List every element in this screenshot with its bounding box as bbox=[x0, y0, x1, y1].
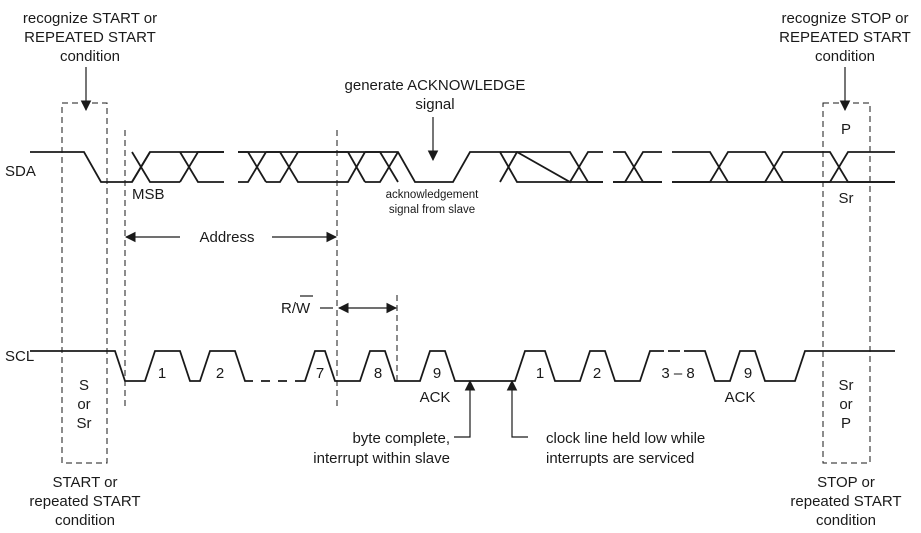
svg-text:P: P bbox=[841, 415, 851, 432]
clock-pulse-1: 1 bbox=[158, 365, 166, 382]
svg-text:REPEATED START: REPEATED START bbox=[24, 29, 156, 46]
start-box-text: S or Sr bbox=[77, 377, 92, 432]
svg-text:condition: condition bbox=[815, 48, 875, 65]
svg-text:signal from slave: signal from slave bbox=[389, 204, 475, 216]
svg-text:condition: condition bbox=[55, 512, 115, 529]
svg-text:Sr: Sr bbox=[77, 415, 92, 432]
svg-text:signal: signal bbox=[415, 96, 454, 113]
ack-label-first: ACK bbox=[420, 389, 451, 406]
svg-text:S: S bbox=[79, 377, 89, 394]
svg-text:repeated START: repeated START bbox=[29, 493, 140, 510]
svg-text:acknowledgement: acknowledgement bbox=[386, 189, 480, 201]
sda-label: SDA bbox=[5, 163, 36, 180]
byte-complete-arrow bbox=[454, 379, 476, 438]
scl-waveform bbox=[30, 348, 895, 384]
clock-pulse-7: 7 bbox=[316, 365, 324, 382]
svg-text:interrupts are serviced: interrupts are serviced bbox=[546, 450, 694, 467]
clock-pulse-2: 2 bbox=[216, 365, 224, 382]
ack-from-slave-label: acknowledgement signal from slave bbox=[386, 189, 480, 216]
clock-pulse-3-8: 3 – 8 bbox=[661, 365, 694, 382]
clock-pulse-8: 8 bbox=[374, 365, 382, 382]
svg-text:or: or bbox=[77, 396, 90, 413]
clock-pulse-1-second: 1 bbox=[536, 365, 544, 382]
msb-label: MSB bbox=[132, 186, 165, 203]
svg-text:Sr: Sr bbox=[839, 377, 854, 394]
svg-text:repeated START: repeated START bbox=[790, 493, 901, 510]
svg-text:REPEATED START: REPEATED START bbox=[779, 29, 911, 46]
start-recognize-label: recognize START or REPEATED START condit… bbox=[23, 10, 157, 65]
svg-text:byte complete,: byte complete, bbox=[352, 430, 450, 447]
svg-text:condition: condition bbox=[60, 48, 120, 65]
svg-text:clock line held low while: clock line held low while bbox=[546, 430, 705, 447]
svg-text:generate ACKNOWLEDGE: generate ACKNOWLEDGE bbox=[345, 77, 526, 94]
scl-label: SCL bbox=[5, 348, 34, 365]
stop-condition-box bbox=[822, 102, 871, 464]
svg-text:recognize STOP or: recognize STOP or bbox=[781, 10, 908, 27]
svg-text:START or: START or bbox=[52, 474, 117, 491]
clock-pulse-9-second: 9 bbox=[744, 365, 752, 382]
clock-held-arrow bbox=[506, 379, 528, 438]
stop-condition-label: STOP or repeated START condition bbox=[790, 474, 901, 529]
rw-label: R/W bbox=[281, 300, 311, 317]
clock-pulse-2-second: 2 bbox=[593, 365, 601, 382]
clock-pulse-9: 9 bbox=[433, 365, 441, 382]
byte-complete-note: byte complete, interrupt within slave bbox=[313, 430, 450, 467]
address-label: Address bbox=[199, 229, 254, 246]
stop-p-label: P bbox=[841, 121, 851, 138]
svg-text:STOP or: STOP or bbox=[817, 474, 875, 491]
svg-text:condition: condition bbox=[816, 512, 876, 529]
clock-held-note: clock line held low while interrupts are… bbox=[546, 430, 705, 467]
start-condition-box bbox=[61, 102, 108, 464]
start-condition-label: START or repeated START condition bbox=[29, 474, 140, 529]
ack-label-second: ACK bbox=[725, 389, 756, 406]
svg-text:interrupt within slave: interrupt within slave bbox=[313, 450, 450, 467]
generate-ack-label: generate ACKNOWLEDGE signal bbox=[345, 77, 526, 113]
stop-sr-label: Sr bbox=[839, 190, 854, 207]
stop-box-text: Sr or P bbox=[839, 377, 854, 432]
sda-waveform bbox=[30, 149, 895, 185]
svg-text:recognize START or: recognize START or bbox=[23, 10, 157, 27]
stop-recognize-label: recognize STOP or REPEATED START conditi… bbox=[779, 10, 911, 65]
svg-text:or: or bbox=[839, 396, 852, 413]
